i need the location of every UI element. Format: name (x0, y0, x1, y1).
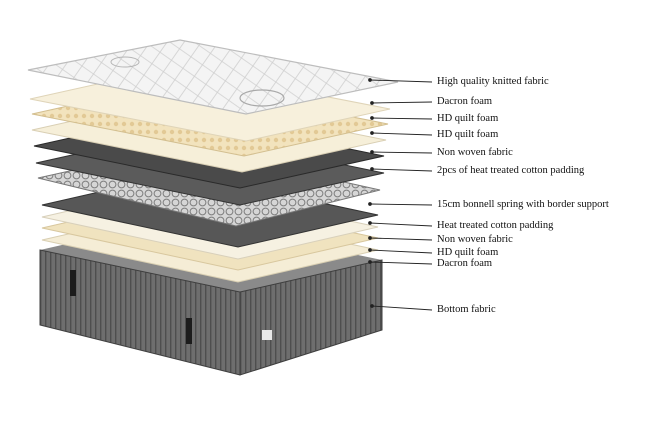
leader-line (371, 168, 433, 172)
layers-stack (27, 39, 399, 283)
leader-line (369, 79, 433, 83)
leader-line (369, 203, 433, 206)
label-bottom-fabric: Bottom fabric (437, 304, 496, 315)
leader-line (369, 222, 433, 227)
label-knitted-fabric: High quality knitted fabric (437, 76, 549, 87)
label-hd-quilt-foam: HD quilt foam (437, 113, 499, 124)
label-dacron-foam: Dacron foam (437, 258, 493, 269)
leader-line (371, 305, 433, 311)
leader-line (371, 151, 433, 154)
quilt-medallion (110, 56, 140, 68)
leader-line (371, 132, 433, 136)
leader-line (371, 101, 433, 104)
label-dacron-foam: Dacron foam (437, 96, 493, 107)
layer-knitted-fabric (27, 39, 399, 115)
label-hd-quilt-foam: HD quilt foam (437, 129, 499, 140)
label-bonnell-spring: 15cm bonnell spring with border support (437, 199, 609, 210)
base-handle (70, 270, 76, 296)
label-heat-treated-cotton: Heat treated cotton padding (437, 220, 554, 231)
base-label-tag (262, 330, 272, 340)
label-non-woven-fabric: Non woven fabric (437, 234, 513, 245)
label-non-woven-fabric: Non woven fabric (437, 147, 513, 158)
leader-line (369, 261, 433, 265)
label-cotton-padding-2pcs: 2pcs of heat treated cotton padding (437, 165, 585, 176)
label-hd-quilt-foam: HD quilt foam (437, 247, 499, 258)
leader-line (369, 249, 433, 254)
quilt-medallion (239, 89, 285, 107)
leader-lines (368, 78, 433, 311)
leader-line (369, 237, 433, 241)
base-side (239, 259, 383, 376)
base-handle (186, 318, 192, 344)
leader-line (371, 117, 433, 120)
